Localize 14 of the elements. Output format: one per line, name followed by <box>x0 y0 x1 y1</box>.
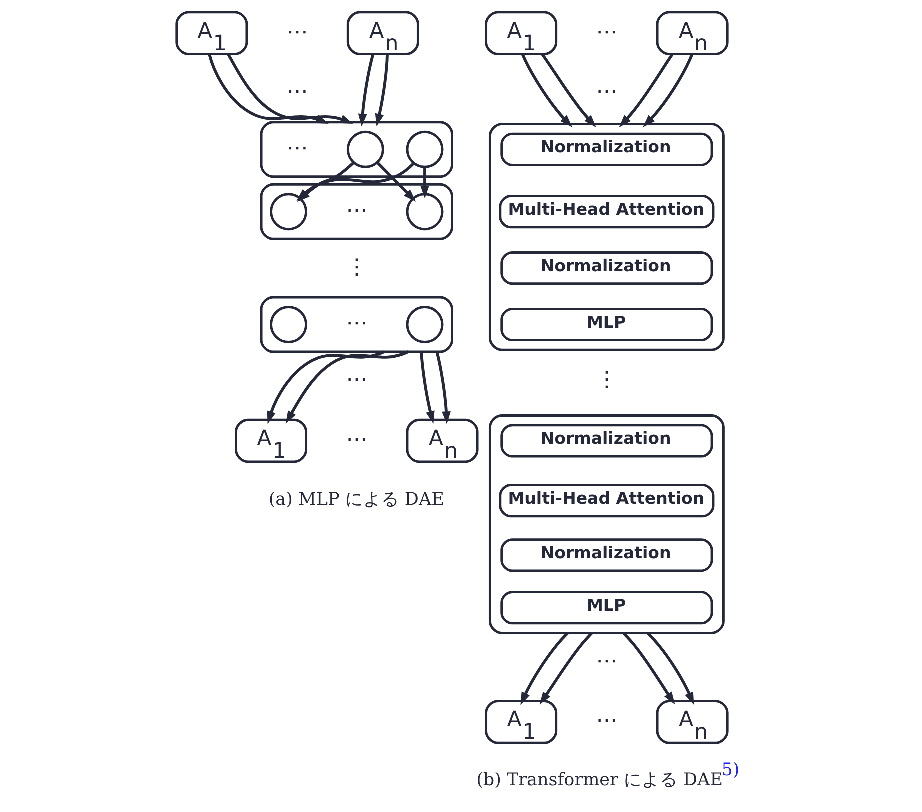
label: ⋯ <box>286 20 308 45</box>
label: ⋯ <box>596 648 618 674</box>
label: ⋯ <box>346 198 368 224</box>
label: ⋯ <box>596 80 618 105</box>
label: ⋮ <box>346 254 368 280</box>
label: ⋯ <box>596 708 618 734</box>
label: ⋮ <box>596 368 618 393</box>
label: ⋯ <box>346 311 368 336</box>
label: ⋯ <box>286 80 308 105</box>
label: ⋯ <box>346 368 368 393</box>
label: ⋯ <box>596 20 618 45</box>
label: ⋯ <box>286 136 308 162</box>
label: ⋯ <box>346 427 368 452</box>
label: (a) MLP による DAE <box>268 490 444 510</box>
